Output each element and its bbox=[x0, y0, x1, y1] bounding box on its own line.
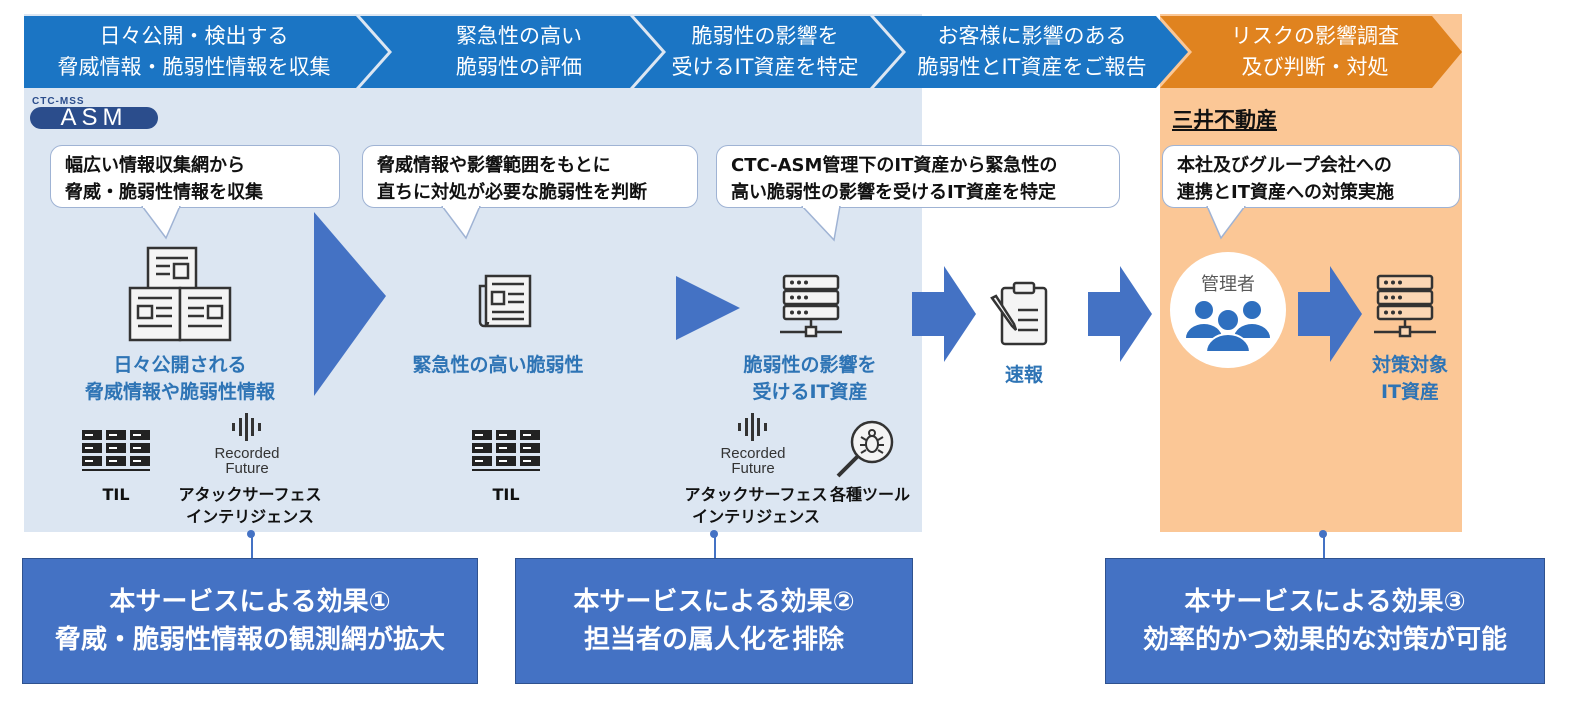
til-server-icon bbox=[472, 430, 540, 471]
bubble-identify-tail bbox=[800, 206, 841, 242]
step-3: 脆弱性の影響を受けるIT資産を特定 bbox=[671, 24, 859, 79]
bubble-collect-tail bbox=[141, 206, 181, 240]
process-chevrons bbox=[24, 16, 1462, 88]
bug-search-icon bbox=[836, 420, 894, 478]
til-label-1: TIL bbox=[102, 485, 130, 504]
rf-caption-1: アタックサーフェス インテリジェンス bbox=[178, 485, 322, 526]
step-2-shape bbox=[360, 16, 662, 88]
admin-label: 管理者 bbox=[1201, 274, 1255, 295]
til-label-2: TIL bbox=[492, 485, 520, 504]
step-1: 日々公開・検出する脅威情報・脆弱性情報を収集 bbox=[57, 24, 331, 79]
connector-dot-2 bbox=[710, 530, 718, 538]
admin-group-icon bbox=[1186, 301, 1270, 352]
bubble-collect: 幅広い情報収集網から 脅威・脆弱性情報を収集 bbox=[50, 145, 340, 208]
til-server-icon bbox=[82, 430, 150, 471]
block-arrow-icon bbox=[1088, 266, 1152, 362]
triangle-arrow-icon bbox=[676, 276, 740, 340]
step-1-shape bbox=[24, 16, 388, 88]
label-report: 速報 bbox=[1004, 364, 1043, 386]
step-4: お客様に影響のある脆弱性とIT資産をご報告 bbox=[917, 24, 1147, 79]
recorded-future-logo-icon bbox=[232, 413, 261, 441]
tools-caption: 各種ツール bbox=[829, 485, 910, 504]
label-affected: 脆弱性の影響を 受けるIT資産 bbox=[743, 354, 877, 403]
bubble-identify: CTC-ASM管理下のIT資産から緊急性の 高い脆弱性の影響を受けるIT資産を特… bbox=[716, 145, 1120, 208]
block-arrow-icon bbox=[1298, 266, 1362, 362]
effect-box-3: 本サービスによる効果③ 効率的かつ効果的な対策が可能 bbox=[1105, 558, 1545, 684]
connector-3 bbox=[1323, 532, 1325, 560]
step-5: リスクの影響調査及び判断・対処 bbox=[1231, 24, 1399, 79]
connector-dot-3 bbox=[1319, 530, 1327, 538]
step-3-shape bbox=[634, 16, 902, 88]
connector-2 bbox=[714, 532, 716, 560]
bubble-action: 本社及びグループ会社への 連携とIT資産への対策実施 bbox=[1162, 145, 1460, 208]
bubble-judge-tail bbox=[441, 206, 481, 240]
connector-dot-1 bbox=[247, 530, 255, 538]
recorded-future-logo-icon bbox=[738, 413, 767, 441]
effect-box-1: 本サービスによる効果① 脅威・脆弱性情報の観測網が拡大 bbox=[22, 558, 478, 684]
ctc-asm-logo: CTC-MSS ASM bbox=[28, 96, 160, 132]
step-2: 緊急性の高い脆弱性の評価 bbox=[456, 24, 582, 79]
step-5-shape bbox=[1160, 16, 1462, 88]
newspaper-stack-icon bbox=[128, 246, 232, 342]
server-icon bbox=[780, 274, 842, 338]
newspaper-icon bbox=[478, 274, 532, 328]
effect-box-2: 本サービスによる効果② 担当者の属人化を排除 bbox=[515, 558, 913, 684]
connector-1 bbox=[251, 532, 253, 560]
server-target-icon bbox=[1374, 274, 1436, 338]
label-target: 対策対象 IT資産 bbox=[1371, 354, 1448, 403]
clipboard-icon bbox=[990, 281, 1048, 346]
label-news: 日々公開される 脅威情報や脆弱性情報 bbox=[84, 354, 275, 403]
triangle-arrow-icon bbox=[314, 212, 386, 396]
rf-caption-2: アタックサーフェス インテリジェンス bbox=[684, 485, 828, 526]
label-urgent: 緊急性の高い脆弱性 bbox=[412, 354, 584, 376]
bubble-action-tail bbox=[1206, 206, 1246, 240]
company-name: 三井不動産 bbox=[1172, 108, 1277, 132]
bubble-judge: 脅威情報や影響範囲をもとに 直ちに対処が必要な脆弱性を判断 bbox=[362, 145, 698, 208]
block-arrow-icon bbox=[912, 266, 976, 362]
step-4-shape bbox=[874, 16, 1188, 88]
